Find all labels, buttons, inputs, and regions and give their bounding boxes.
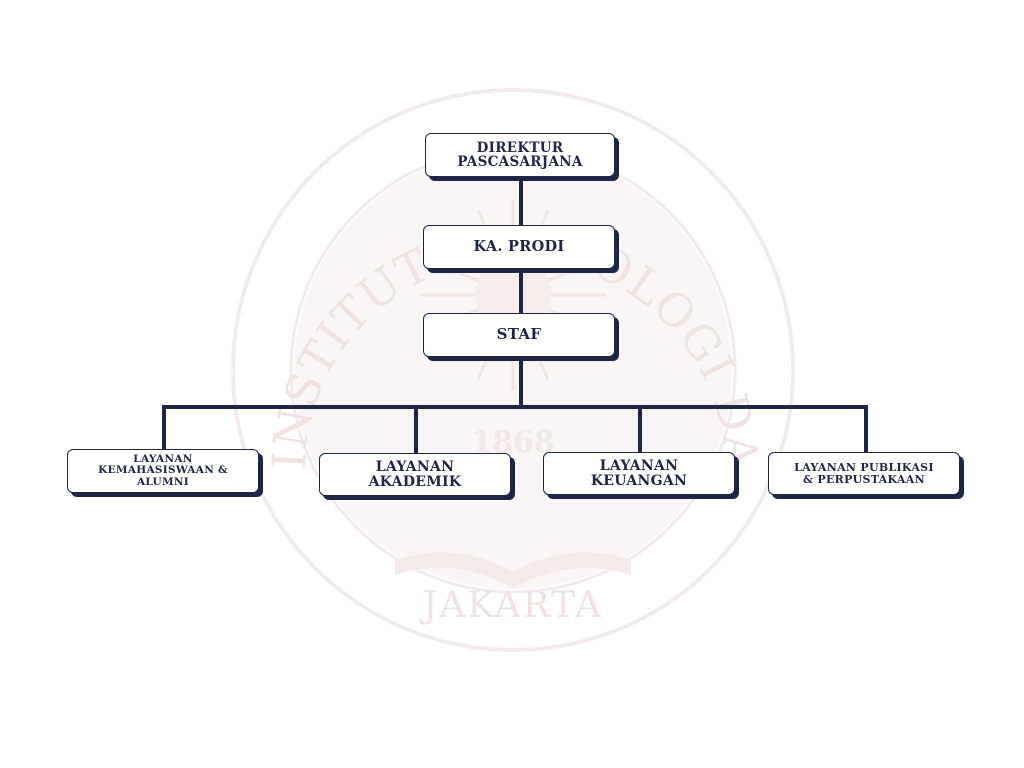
node-kemahasiswaan-label: LAYANAN KEMAHASISWAAN & ALUMNI — [98, 454, 228, 487]
node-publikasi-line-1: LAYANAN PUBLIKASI — [794, 460, 934, 474]
node-layanan-keuangan: LAYANAN KEUANGAN — [543, 452, 735, 495]
seal-outer-ring — [231, 88, 795, 652]
node-ka-prodi: KA. PRODI — [423, 225, 615, 269]
node-kemahasiswaan-line-2: KEMAHASISWAAN & — [98, 464, 228, 477]
node-staf-line-1: STAF — [496, 325, 542, 344]
node-staf: STAF — [423, 313, 615, 357]
node-keuangan-line-2: KEUANGAN — [590, 472, 688, 489]
node-layanan-kemahasiswaan-alumni: LAYANAN KEMAHASISWAAN & ALUMNI — [67, 449, 259, 493]
node-publikasi-label: LAYANAN PUBLIKASI & PERPUSTAKAAN — [794, 462, 934, 485]
node-kemahasiswaan-line-3: ALUMNI — [136, 475, 190, 488]
node-keuangan-label: LAYANAN KEUANGAN — [591, 459, 687, 488]
node-keuangan-line-1: LAYANAN — [599, 457, 679, 474]
node-akademik-line-1: LAYANAN — [375, 458, 455, 475]
node-akademik-label: LAYANAN AKADEMIK — [369, 460, 462, 489]
node-direktur-pascasarjana: DIREKTUR PASCASARJANA — [425, 133, 615, 177]
node-kemahasiswaan-line-1: LAYANAN — [133, 453, 193, 466]
node-direktur-line-2: PASCASARJANA — [457, 154, 583, 170]
node-layanan-akademik: LAYANAN AKADEMIK — [319, 453, 511, 496]
node-publikasi-line-2: & PERPUSTAKAAN — [803, 472, 925, 486]
node-kaprodi-line-1: KA. PRODI — [473, 238, 565, 256]
node-layanan-publikasi-perpustakaan: LAYANAN PUBLIKASI & PERPUSTAKAAN — [768, 452, 960, 495]
node-direktur-label: DIREKTUR PASCASARJANA — [457, 139, 583, 170]
node-direktur-line-1: DIREKTUR — [476, 139, 564, 156]
node-kaprodi-label: KA. PRODI — [473, 239, 564, 254]
seal-book-icon — [395, 552, 631, 588]
node-staf-label: STAF — [496, 325, 542, 344]
node-akademik-line-2: AKADEMIK — [368, 473, 462, 490]
seal-city: JAKARTA — [419, 585, 603, 626]
